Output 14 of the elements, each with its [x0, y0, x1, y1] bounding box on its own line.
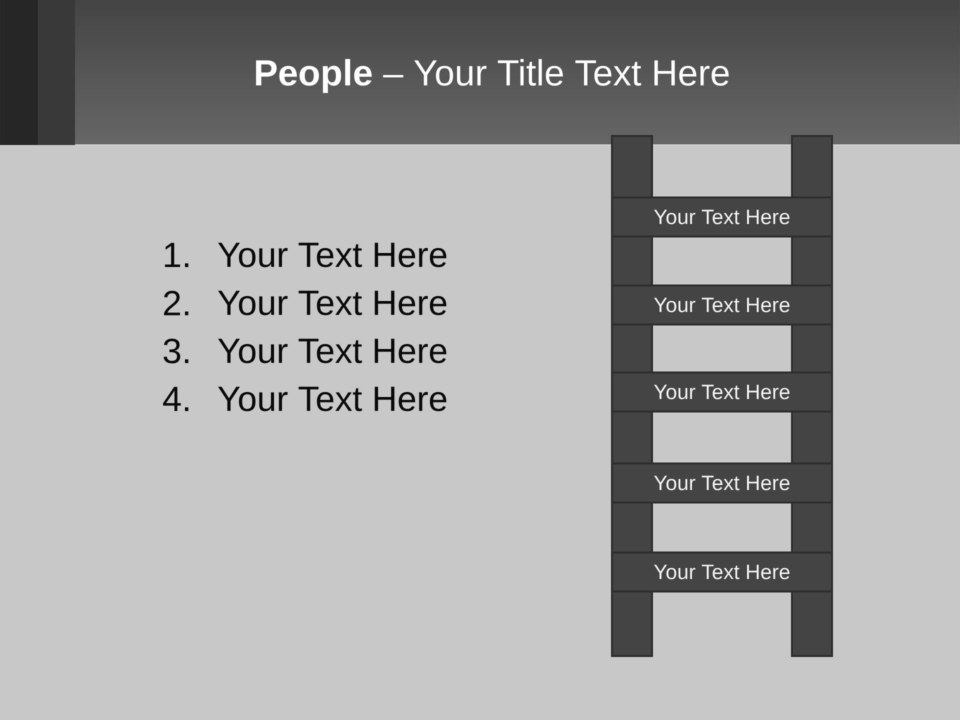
list-item: Your Text Here: [218, 242, 446, 268]
list-number: 4.: [163, 386, 188, 412]
list-item: Your Text Here: [218, 290, 446, 316]
ladder-rung: Your Text Here: [611, 196, 833, 238]
title: People – Your Title Text Here: [256, 59, 729, 93]
ladder-rung: Your Text Here: [611, 552, 833, 592]
list-number: 3.: [164, 338, 188, 364]
ladder-rung: Your Text Here: [611, 284, 833, 326]
ladder-rung: Your Text Here: [611, 372, 833, 412]
list-item: Your Text Here: [218, 338, 446, 364]
list-item: Your Text Here: [218, 386, 446, 412]
list-number: 1.: [164, 242, 188, 268]
list-number: 2.: [164, 290, 188, 316]
ladder-rung: Your Text Here: [611, 462, 833, 504]
